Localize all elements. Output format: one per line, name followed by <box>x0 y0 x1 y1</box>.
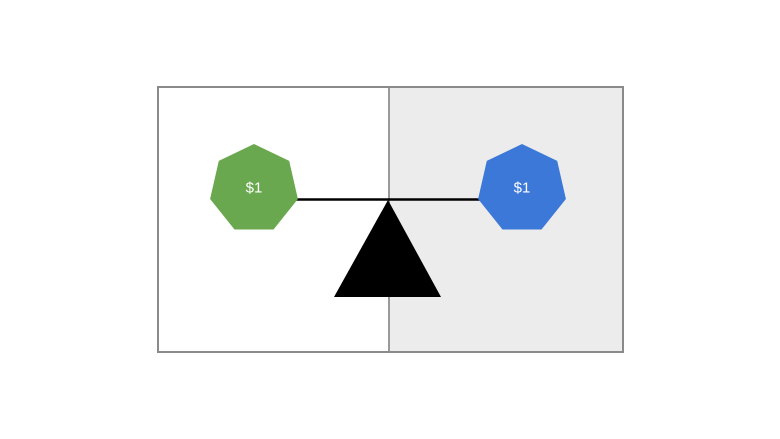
left-coin-label: $1 <box>246 180 263 197</box>
left-coin-heptagon <box>210 144 298 230</box>
frame-border <box>157 86 624 353</box>
right-coin-label: $1 <box>514 180 531 197</box>
right-coin: $1 <box>478 144 566 230</box>
left-coin: $1 <box>210 144 298 230</box>
fulcrum-triangle <box>334 200 441 297</box>
right-coin-heptagon <box>478 144 566 230</box>
